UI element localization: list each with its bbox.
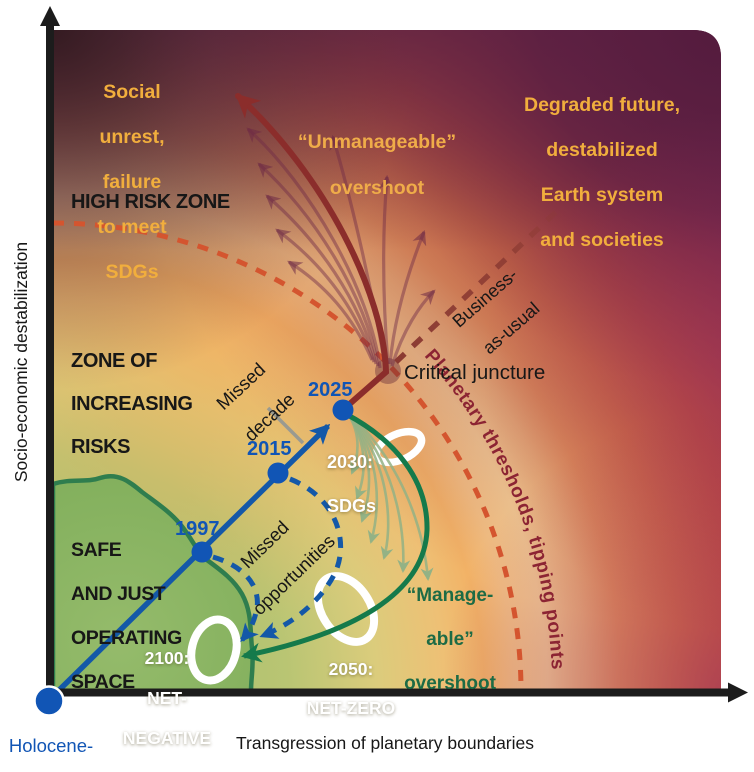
zone-increasing-risks-label: ZONE OF INCREASING RISKS <box>71 349 193 458</box>
milestone-2050-netzero-label: 2050: NET-ZERO <box>306 658 396 718</box>
safe-operating-space-label: SAFE AND JUST OPERATING SPACE <box>71 539 182 693</box>
x-axis-arrow-icon <box>728 682 748 703</box>
green-pathway-curve <box>241 411 430 663</box>
unmanageable-main-curve <box>235 93 390 411</box>
y-axis <box>40 6 60 693</box>
milestone-2100-netnegative-label: 2100: NET- NEGATIVE <box>122 648 212 748</box>
x-axis <box>46 682 748 703</box>
milestone-2030-sdgs-label: 2030: SDGs <box>327 452 377 516</box>
holocene-state-label: Holocene- like state <box>8 735 94 756</box>
missed-decade-pointer-line <box>266 406 305 445</box>
trajectory-dot-2025 <box>332 399 354 421</box>
holocene-state-dot <box>33 685 65 717</box>
social-unrest-label: Social unrest, failure to meet SDGs <box>97 80 167 283</box>
high-risk-zone-label: HIGH RISK ZONE <box>71 191 230 213</box>
unmanageable-overshoot-label: “Unmanageable” overshoot <box>297 131 457 199</box>
missed-opportunities-loops <box>212 476 344 643</box>
y-axis-arrow-icon <box>40 6 60 26</box>
x-axis-label: Transgression of planetary boundaries (c… <box>236 732 534 753</box>
ring-2100-netnegative <box>187 615 241 685</box>
y-axis-label: Socio-economic destabilization <box>11 241 31 483</box>
trajectory-dot-2015 <box>267 462 289 484</box>
manageable-overshoot-label: “Manage- able” overshoot <box>404 585 496 694</box>
manageable-overshoot-arrows <box>346 413 434 581</box>
critical-juncture-label: Critical juncture <box>404 361 546 384</box>
degraded-future-label: Degraded future, destabilized Earth syst… <box>523 93 681 251</box>
year-1997-label: 1997 <box>175 518 220 540</box>
trajectory-dot-1997 <box>191 541 213 563</box>
year-2015-label: 2015 <box>247 438 292 460</box>
year-2025-label: 2025 <box>308 379 353 401</box>
ring-2050-netzero <box>313 572 379 646</box>
